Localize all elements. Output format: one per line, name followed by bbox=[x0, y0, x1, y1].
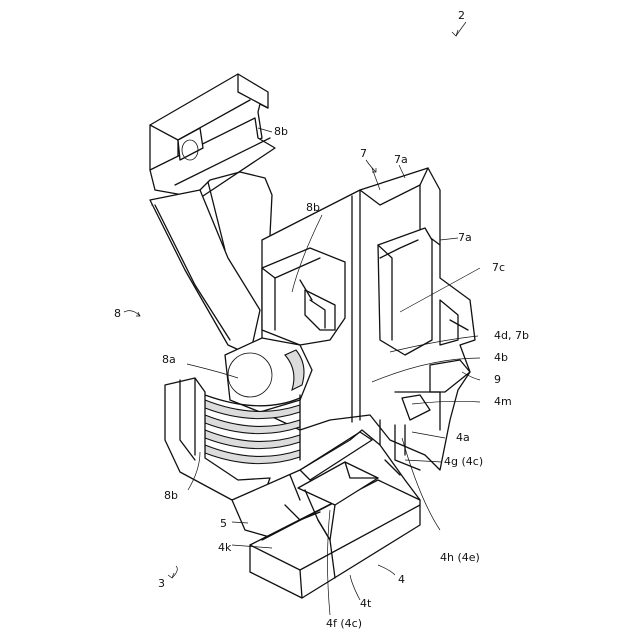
label-7a-right: 7a bbox=[458, 232, 472, 243]
label-8b-top: 8b bbox=[274, 126, 288, 137]
label-7c: 7c bbox=[492, 262, 505, 273]
coil-body bbox=[205, 338, 312, 464]
label-8b-mid: 8b bbox=[306, 202, 320, 213]
label-4a: 4a bbox=[456, 432, 470, 443]
label-4m: 4m bbox=[494, 396, 512, 407]
label-4f: 4f (4c) bbox=[326, 618, 362, 629]
label-7: 7 bbox=[360, 148, 367, 159]
label-3: 3 bbox=[158, 578, 165, 589]
label-5: 5 bbox=[220, 518, 227, 529]
label-4h: 4h (4e) bbox=[440, 552, 480, 563]
label-4g: 4g (4c) bbox=[444, 456, 483, 467]
label-8a: 8a bbox=[162, 354, 176, 365]
label-4d-7b: 4d, 7b bbox=[494, 330, 529, 341]
label-8b-bottom: 8b bbox=[164, 490, 178, 501]
label-7a-top: 7a bbox=[394, 154, 408, 165]
label-9: 9 bbox=[494, 374, 501, 385]
middle-bracket bbox=[262, 248, 345, 345]
label-8: 8 bbox=[114, 308, 121, 319]
label-4: 4 bbox=[398, 574, 405, 585]
label-4t: 4t bbox=[360, 598, 371, 609]
label-2: 2 bbox=[458, 10, 465, 21]
upper-arm bbox=[150, 74, 275, 205]
label-4b: 4b bbox=[494, 352, 508, 363]
diagonal-member bbox=[150, 172, 272, 355]
label-4k: 4k bbox=[218, 542, 231, 553]
